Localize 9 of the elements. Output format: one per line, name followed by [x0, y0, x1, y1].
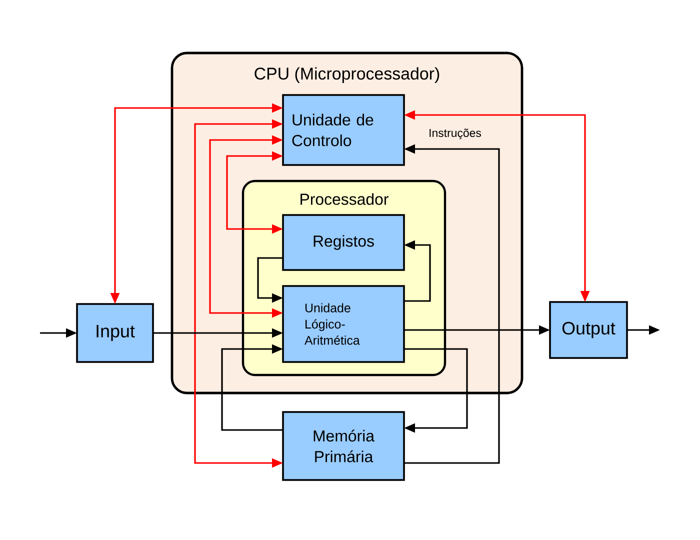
arrow: [221, 344, 283, 431]
edge-label: Instruções: [428, 128, 482, 140]
arrow: [404, 348, 468, 433]
control-unit-box: Unidade de Controlo: [282, 94, 405, 166]
output-box: Output: [549, 301, 628, 359]
alu-box: Unidade Lógico- Aritmética: [282, 285, 405, 363]
input-box: Input: [76, 303, 154, 363]
registers-box: Registos: [282, 214, 405, 271]
memory-box: Memória Primária: [282, 411, 405, 481]
